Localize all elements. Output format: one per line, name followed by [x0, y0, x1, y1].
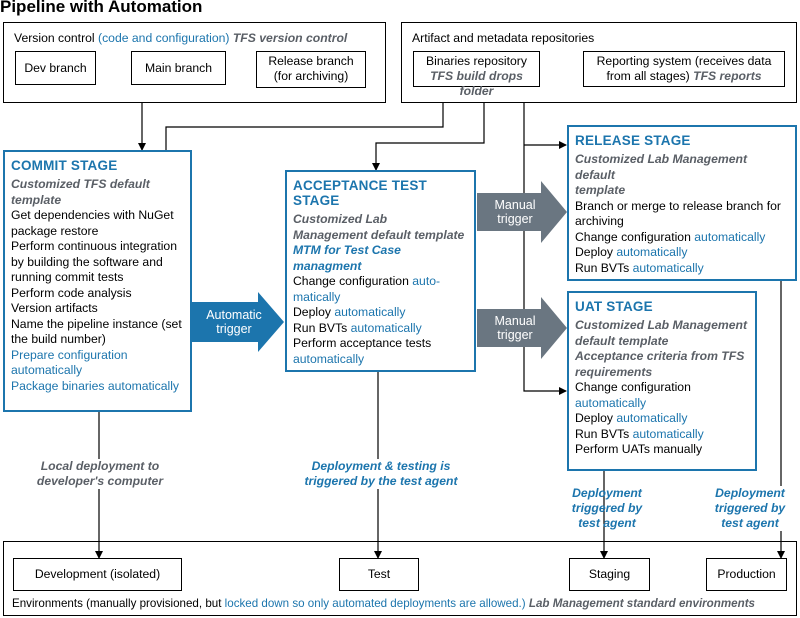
uat-step-manual: Perform UATs manually [575, 442, 703, 456]
main-branch-box: Main branch [131, 51, 226, 85]
commit-step-version: Version artifacts [11, 301, 98, 315]
acceptance-stage-title: ACCEPTANCE TEST STAGE [293, 178, 428, 208]
release-stage-title: RELEASE STAGE [575, 133, 691, 148]
release-step-branch-line2: archiving [575, 214, 624, 228]
release-step-config: Change configuration automatically [575, 229, 766, 244]
environments-footer: Environments (manually provisioned, but … [12, 597, 755, 610]
commit-step-ci-line1: Perform continuous integration [11, 239, 177, 253]
release-stage: RELEASE STAGE Customized Lab Management … [567, 125, 797, 281]
uat-acceptance-line1: Acceptance criteria from TFS [575, 349, 745, 363]
production-environment-label: Production [717, 567, 776, 581]
development-environment-box: Development (isolated) [13, 558, 182, 591]
test-agent-note: Deployment & testing is triggered by the… [288, 459, 474, 489]
commit-step-package: Package binaries automatically [11, 378, 180, 393]
commit-to-binaries-arrow [165, 88, 447, 150]
acceptance-step-deploy: Deploy automatically [293, 305, 406, 319]
reporting-system-label: Reporting system (receives data from all… [596, 54, 772, 83]
uat-acceptance-line2: requirements [575, 364, 653, 379]
acceptance-template-line2: Management default template [293, 227, 465, 242]
acceptance-step-config-line1: Change configuration auto- [293, 274, 441, 288]
development-environment-label: Development (isolated) [34, 567, 161, 581]
commit-step-nuget-line2: package restore [11, 223, 99, 238]
test-environment-label: Test [367, 567, 391, 581]
commit-step-prepare-line1: Prepare configuration [11, 347, 128, 362]
commit-step-prepare-line2: automatically [11, 363, 83, 377]
manual-trigger-release-arrow [477, 181, 567, 243]
commit-template-line1: Customized TFS default [11, 177, 150, 191]
artifact-repositories-label: Artifact and metadata repositories [412, 31, 595, 45]
acceptance-step-tests-line2: automatically [293, 351, 365, 366]
staging-environment-box: Staging [569, 558, 650, 591]
acceptance-step-bvts: Run BVTs automatically [293, 320, 422, 335]
manual-trigger-uat-label: Manual trigger [494, 314, 536, 342]
commit-step-nuget-line1: Get dependencies with NuGet [11, 208, 174, 222]
local-deployment-note: Local deployment to developer's computer [10, 459, 190, 489]
uat-step-deploy: Deploy automatically [575, 411, 688, 425]
commit-stage: COMMIT STAGE Customized TFS default temp… [3, 150, 192, 412]
acceptance-test-stage: ACCEPTANCE TEST STAGE Customized Lab Man… [285, 170, 476, 372]
automatic-trigger-label: Automatic trigger [206, 308, 262, 336]
manual-trigger-release-label: Manual trigger [494, 198, 536, 226]
environments-group: Environments (manually provisioned, but … [3, 541, 797, 616]
acceptance-mtm-line2: managment [293, 258, 362, 273]
release-step-branch-line1: Branch or merge to release branch for [575, 198, 781, 213]
page-title: Pipeline with Automation [0, 0, 203, 16]
uat-stage-title: UAT STAGE [575, 299, 653, 314]
staging-environment-label: Staging [588, 567, 631, 581]
release-step-deploy: Deploy automatically [575, 245, 688, 259]
uat-step-bvts: Run BVTs automatically [575, 426, 704, 441]
commit-stage-title: COMMIT STAGE [11, 158, 118, 173]
commit-template-line2: template [11, 192, 62, 207]
repos-to-uat-arrow [523, 86, 567, 395]
acceptance-step-config-line2: matically [293, 289, 341, 304]
commit-step-ci-line2: by building the software and [11, 254, 163, 269]
automatic-trigger-arrow [192, 292, 284, 352]
binaries-to-acceptance-arrow [372, 86, 485, 171]
binaries-repository-box: Binaries repository TFS build drops fold… [413, 51, 540, 98]
uat-template-line2: default template [575, 333, 669, 348]
release-template-line2: template [575, 183, 626, 197]
production-environment-box: Production [706, 558, 787, 591]
commit-step-name-line1: Name the pipeline instance (set [11, 316, 182, 331]
release-branch-label: Release branch (for archiving) [268, 54, 354, 83]
release-branch-box: Release branch (for archiving) [256, 51, 366, 88]
commit-step-ci-line3: running commit tests [11, 270, 124, 284]
commit-step-code-analysis: Perform code analysis [11, 285, 132, 300]
main-branch-label: Main branch [144, 61, 213, 75]
binaries-repository-label: Binaries repository TFS build drops fold… [426, 54, 527, 98]
dev-branch-box: Dev branch [15, 51, 96, 85]
test-environment-box: Test [339, 558, 419, 591]
production-deployment-note: Deployment triggered by test agent [700, 486, 800, 531]
acceptance-step-tests-line1: Perform acceptance tests [293, 336, 432, 350]
version-control-label: Version control (code and configuration)… [14, 31, 348, 45]
staging-deployment-note: Deployment triggered by test agent [571, 486, 643, 530]
uat-step-config-line2: automatically [575, 395, 647, 410]
uat-step-config-line1: Change configuration [575, 380, 691, 394]
reporting-system-box: Reporting system (receives data from all… [583, 51, 785, 87]
uat-stage: UAT STAGE Customized Lab Management defa… [567, 291, 757, 471]
dev-branch-label: Dev branch [24, 61, 87, 75]
release-step-bvts: Run BVTs automatically [575, 260, 704, 275]
manual-trigger-uat-arrow [477, 297, 567, 359]
uat-template-line1: Customized Lab Management [575, 318, 747, 332]
commit-step-name-line2: the build number) [11, 332, 106, 346]
acceptance-mtm-line1: MTM for Test Case [293, 243, 401, 257]
acceptance-template-line1: Customized Lab [293, 212, 388, 226]
release-template-line1: Customized Lab Management default [575, 152, 747, 182]
